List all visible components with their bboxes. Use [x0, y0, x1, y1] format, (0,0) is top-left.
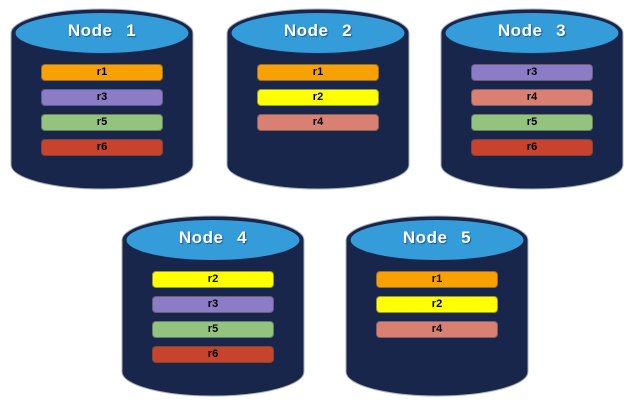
replica-list: r1 r2 r4: [376, 271, 498, 346]
database-node-4: Node 4 r2 r3 r5 r6: [121, 214, 305, 397]
replica-list: r2 r3 r5 r6: [152, 271, 274, 371]
database-node-5: Node 5 r1 r2 r4: [345, 214, 529, 397]
replica-bar: r4: [376, 321, 498, 338]
replica-bar: r1: [41, 64, 163, 81]
replica-list: r1 r3 r5 r6: [41, 64, 163, 164]
replica-bar: r6: [152, 346, 274, 363]
replica-bar: r1: [257, 64, 379, 81]
database-node-1: Node 1 r1 r3 r5 r6: [10, 7, 194, 190]
replica-bar: r3: [152, 296, 274, 313]
cylinder-top: [350, 220, 524, 260]
replica-bar: r5: [152, 321, 274, 338]
replica-bar: r5: [41, 114, 163, 131]
replica-bar: r2: [152, 271, 274, 288]
cylinder-top: [231, 13, 405, 53]
replica-bar: r4: [471, 89, 593, 106]
replica-bar: r1: [376, 271, 498, 288]
replica-bar: r3: [41, 89, 163, 106]
replica-bar: r3: [471, 64, 593, 81]
node-title: Node 5: [402, 228, 472, 247]
node-title: Node 1: [67, 21, 137, 40]
node-title: Node 2: [283, 21, 353, 40]
replica-list: r1 r2 r4: [257, 64, 379, 139]
database-node-3: Node 3 r3 r4 r5 r6: [440, 7, 624, 190]
replica-list: r3 r4 r5 r6: [471, 64, 593, 164]
cylinder-top: [445, 13, 619, 53]
replica-bar: r6: [471, 139, 593, 156]
database-node-2: Node 2 r1 r2 r4: [226, 7, 410, 190]
node-title: Node 4: [178, 228, 248, 247]
replica-bar: r6: [41, 139, 163, 156]
replica-bar: r4: [257, 114, 379, 131]
replica-bar: r2: [257, 89, 379, 106]
replica-bar: r5: [471, 114, 593, 131]
cylinder-top: [126, 220, 300, 260]
node-title: Node 3: [497, 21, 567, 40]
cylinder-top: [15, 13, 189, 53]
replica-bar: r2: [376, 296, 498, 313]
